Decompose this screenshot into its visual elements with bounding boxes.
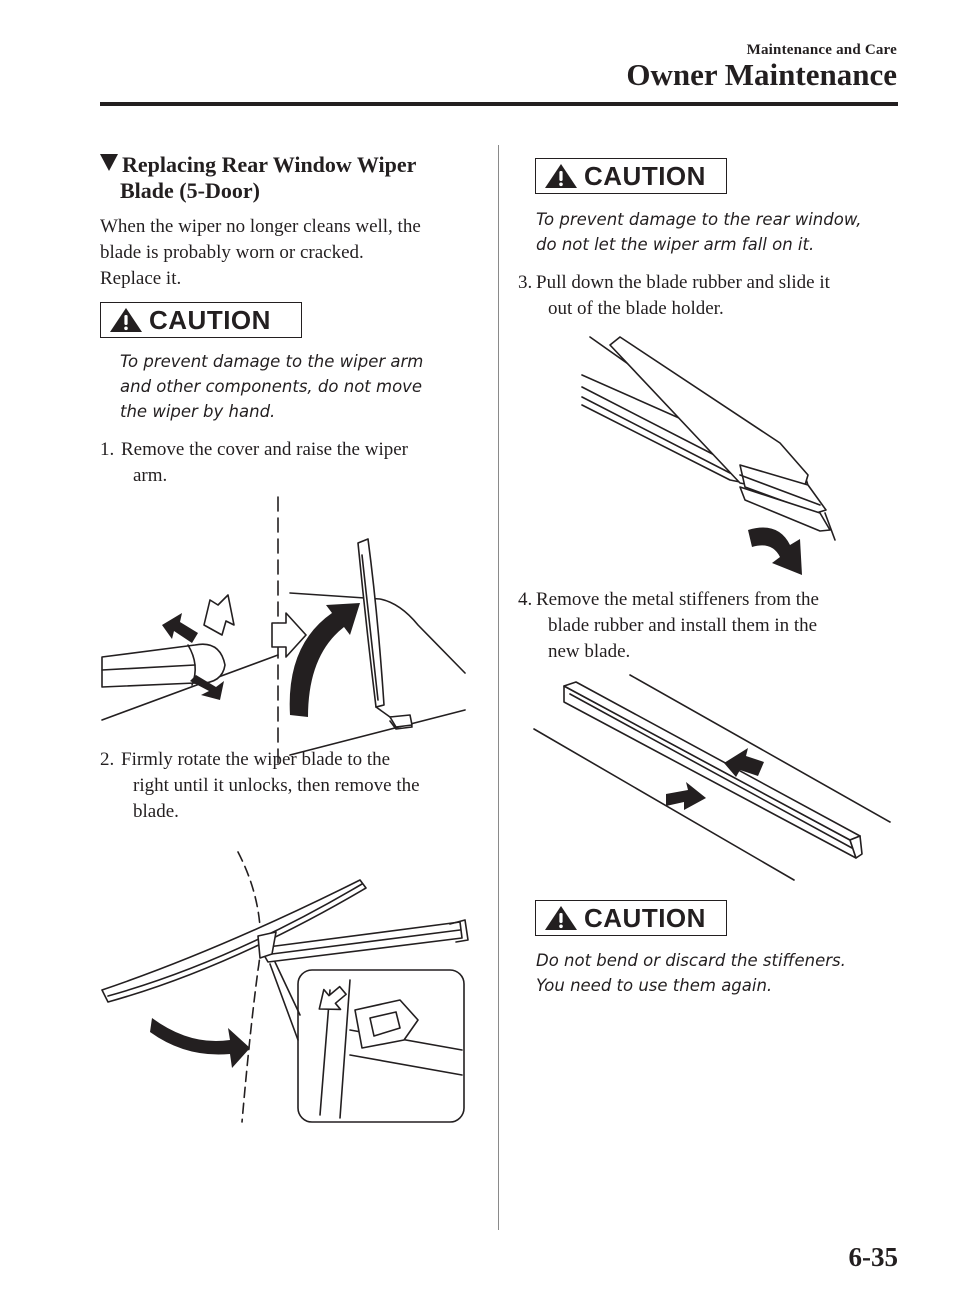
caution-line: You need to use them again. (536, 976, 773, 995)
subsection-heading: Replacing Rear Window Wiper Blade (5-Doo… (100, 152, 470, 204)
step-line: out of the blade holder. (548, 298, 724, 319)
caution-label: CAUTION (584, 160, 706, 191)
caution-line: To prevent damage to the wiper arm (120, 352, 424, 371)
caution-line: and other components, do not move (120, 377, 423, 396)
section-title-header: Owner Maintenance (626, 57, 897, 92)
step-line: new blade. (548, 641, 631, 662)
step-number: 4. (518, 589, 533, 610)
caution-text: To prevent damage to the wiper arm and o… (120, 349, 423, 424)
step-line: Pull down the blade rubber and slide it (536, 272, 830, 293)
step-line: blade rubber and install them in the (548, 615, 818, 636)
caution-box: CAUTION (535, 158, 727, 194)
caution-box: CAUTION (100, 302, 302, 338)
intro-line: When the wiper no longer cleans well, th… (100, 216, 421, 237)
step-2: 2. Firmly rotate the wiper blade to the … (100, 747, 475, 825)
step-line: arm. (133, 465, 168, 486)
step-line: Remove the metal stiffeners from the (536, 589, 819, 610)
heading-line-1: Replacing Rear Window Wiper (122, 152, 417, 177)
caution-line: do not let the wiper arm fall on it. (536, 235, 815, 254)
blade-rubber-illustration (581, 336, 836, 575)
step-4: 4. Remove the metal stiffeners from the … (518, 587, 893, 665)
intro-line: blade is probably worn or cracked. (100, 242, 364, 263)
caution-line: Do not bend or discard the stiffeners. (536, 951, 846, 970)
header-rule (100, 102, 898, 106)
warning-triangle-icon (545, 164, 577, 188)
caution-text: To prevent damage to the rear window, do… (536, 207, 862, 257)
step-number: 2. (100, 749, 115, 770)
heading-line-2: Blade (5-Door) (120, 178, 260, 203)
warning-triangle-icon (110, 308, 142, 332)
step-line: blade. (133, 801, 179, 822)
step-line: Firmly rotate the wiper blade to the (121, 749, 391, 770)
raise-wiper-arm-illustration (101, 496, 466, 764)
intro-paragraph: When the wiper no longer cleans well, th… (100, 214, 475, 292)
intro-line: Replace it. (100, 268, 182, 289)
stiffeners-illustration (533, 674, 891, 881)
step-line: Remove the cover and raise the wiper (121, 439, 408, 460)
caution-box: CAUTION (535, 900, 727, 936)
caution-text: Do not bend or discard the stiffeners. Y… (536, 948, 846, 998)
step-3: 3. Pull down the blade rubber and slide … (518, 270, 893, 322)
caution-line: To prevent damage to the rear window, (536, 210, 862, 229)
step-1: 1. Remove the cover and raise the wiper … (100, 437, 475, 489)
step-number: 1. (100, 439, 115, 460)
column-divider (498, 145, 499, 1230)
step-number: 3. (518, 272, 533, 293)
caution-label: CAUTION (584, 902, 706, 933)
heading-triangle-icon (100, 154, 118, 171)
rotate-blade-illustration (101, 851, 469, 1123)
page-number: 6-35 (848, 1242, 899, 1272)
step-line: right until it unlocks, then remove the (133, 775, 420, 796)
caution-label: CAUTION (149, 304, 271, 335)
warning-triangle-icon (545, 906, 577, 930)
caution-line: the wiper by hand. (120, 402, 276, 421)
chapter-title: Maintenance and Care (746, 42, 897, 58)
